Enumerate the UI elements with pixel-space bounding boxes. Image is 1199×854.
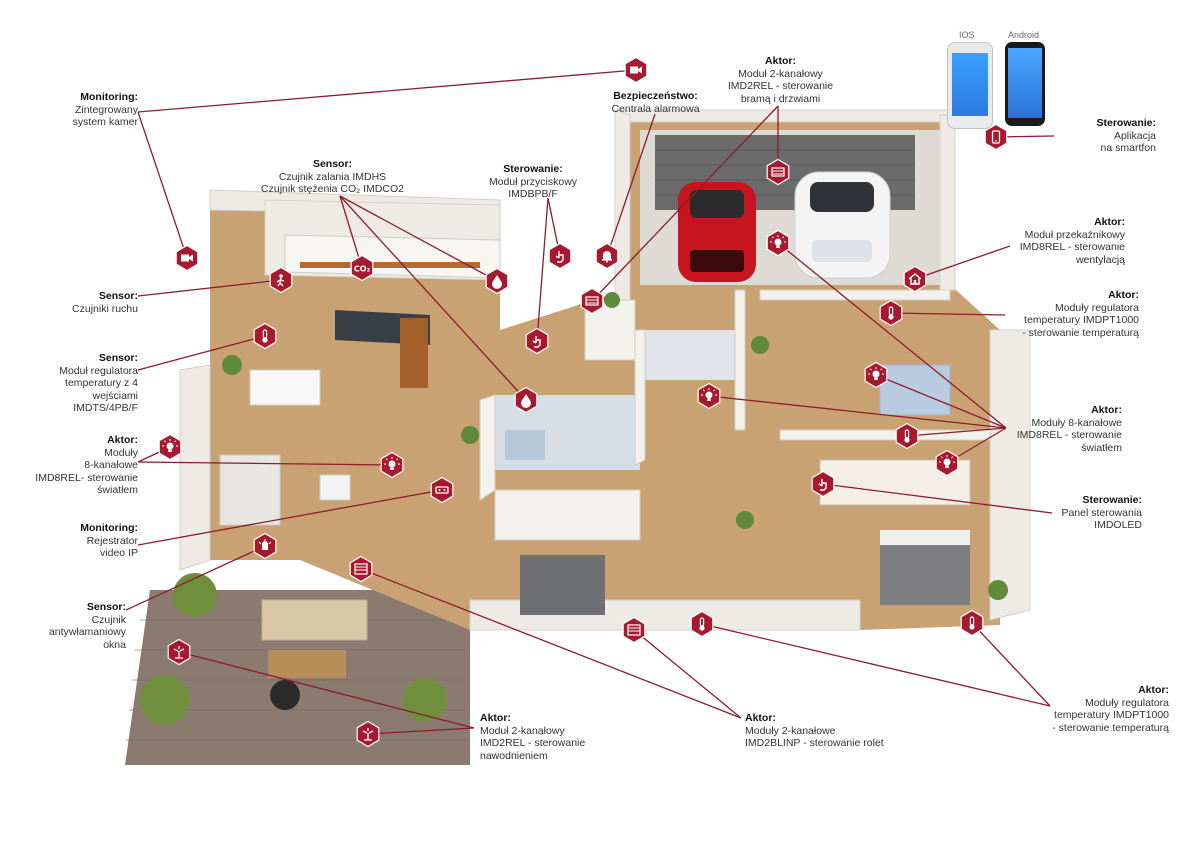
label-sensor-flood: Sensor:Czujnik zalania IMDHS Czujnik stę…: [261, 158, 404, 195]
red-car: [678, 182, 756, 282]
leader-line: [137, 461, 393, 466]
thermometer-icon: [879, 299, 903, 327]
phone-android: [1005, 42, 1045, 126]
leader-line: [178, 651, 475, 729]
label-control-app: Sterowanie:Aplikacja na smartfon: [1096, 117, 1156, 154]
leader-line: [971, 622, 1051, 707]
water-drop-icon: [514, 386, 538, 414]
touch-icon: [811, 470, 835, 498]
bulb-icon: [935, 449, 959, 477]
leader-line: [367, 727, 475, 735]
label-actor-vent: Aktor:Moduł przekaźnikowy IMD8REL - ster…: [1019, 216, 1125, 266]
white-car: [794, 171, 891, 279]
phone-icon: [984, 123, 1008, 151]
label-control-buttons: Sterowanie:Moduł przyciskowy IMDBPB/F: [488, 163, 578, 200]
terrace-table: [268, 650, 346, 678]
android-caption: Android: [1008, 30, 1040, 40]
bell-icon: [595, 242, 619, 270]
leader-line: [339, 195, 527, 401]
gate-icon: [766, 158, 790, 186]
leader-line: [339, 195, 498, 282]
label-monitoring-cam: Monitoring:Zintegrowany system kamer: [72, 91, 138, 128]
label-actor-gate: Aktor:Moduł 2-kanałowy IMD2REL - sterowa…: [727, 55, 834, 105]
leader-line: [701, 623, 1051, 707]
label-control-panel: Sterowanie:Panel sterowania IMDOLED: [1061, 494, 1142, 531]
window-sensor-icon: [253, 532, 277, 560]
leader-line: [591, 105, 779, 302]
label-actor-temp-bottom: Aktor:Moduły regulatora temperatury IMDP…: [1052, 684, 1169, 734]
leader-line: [822, 483, 1053, 514]
leader-line: [875, 374, 1007, 429]
thermometer-icon: [253, 322, 277, 350]
svg-text:CO₂: CO₂: [354, 265, 371, 274]
leader-line: [536, 197, 549, 342]
label-sensor-window: Sensor:Czujnik antywłamaniowy okna: [48, 601, 126, 651]
water-drop-icon: [485, 267, 509, 295]
bulb-icon: [158, 433, 182, 461]
leader-line: [914, 245, 1011, 280]
leader-line: [360, 568, 742, 719]
camera-icon: [624, 56, 648, 84]
camera-icon: [175, 244, 199, 272]
leader-line: [137, 69, 637, 113]
grill: [270, 680, 300, 710]
thermometer-icon: [690, 610, 714, 638]
label-sensor-motion: Sensor:Czujniki ruchu: [72, 290, 138, 315]
leader-line: [125, 545, 266, 611]
phone-ios: [947, 42, 993, 129]
bulb-icon: [697, 382, 721, 410]
label-sensor-temp: Sensor:Moduł regulatora temperatury z 4 …: [59, 352, 138, 414]
dining-table: [249, 369, 321, 406]
leader-line: [137, 279, 282, 297]
sprinkler-icon: [356, 720, 380, 748]
gate-icon: [580, 287, 604, 315]
bulb-icon: [380, 451, 404, 479]
bulb-icon: [864, 361, 888, 389]
plants: [140, 292, 1008, 725]
bed-bottom: [520, 555, 605, 615]
label-actor-temp-right: Aktor:Moduły regulatora temperatury IMDP…: [1022, 289, 1139, 339]
blinds-icon: [349, 555, 373, 583]
leader-line: [137, 335, 266, 371]
recorder-icon: [430, 476, 454, 504]
leader-line: [708, 395, 1007, 429]
leader-line: [777, 242, 1007, 429]
label-actor-irrigation: Aktor:Moduł 2-kanałowy IMD2REL - sterowa…: [480, 712, 586, 762]
touch-icon: [548, 242, 572, 270]
thermometer-icon: [960, 609, 984, 637]
blinds-icon: [622, 616, 646, 644]
leader-line: [137, 489, 443, 546]
label-actor-blinds: Aktor:Moduły 2-kanałowe IMD2BLINP - ster…: [745, 712, 884, 749]
leader-line: [137, 111, 188, 259]
ios-caption: IOS: [959, 30, 975, 40]
leader-line: [606, 113, 656, 257]
home-icon: [903, 265, 927, 293]
interior-walls: [479, 289, 991, 541]
bathroom-2: [635, 330, 735, 380]
bulb-icon: [766, 229, 790, 257]
leader-line: [633, 629, 742, 719]
touch-icon: [525, 327, 549, 355]
leader-line: [339, 195, 363, 269]
leader-line: [890, 312, 1006, 316]
label-actor-light-left: Aktor:Moduły 8-kanałowe IMD8REL- sterowa…: [35, 434, 138, 496]
motion-icon: [269, 266, 293, 294]
sprinkler-icon: [167, 638, 191, 666]
thermometer-icon: [895, 422, 919, 450]
co2-icon: CO₂: [350, 254, 374, 282]
label-security: Bezpieczeństwo:Centrala alarmowa: [611, 90, 700, 115]
label-monitoring-ip: Monitoring:Rejestrator video IP: [80, 522, 138, 559]
leader-line: [906, 427, 1007, 437]
terrace-sofa: [261, 599, 368, 641]
label-actor-light-right: Aktor:Moduły 8-kanałowe IMD8REL - sterow…: [1016, 404, 1122, 454]
